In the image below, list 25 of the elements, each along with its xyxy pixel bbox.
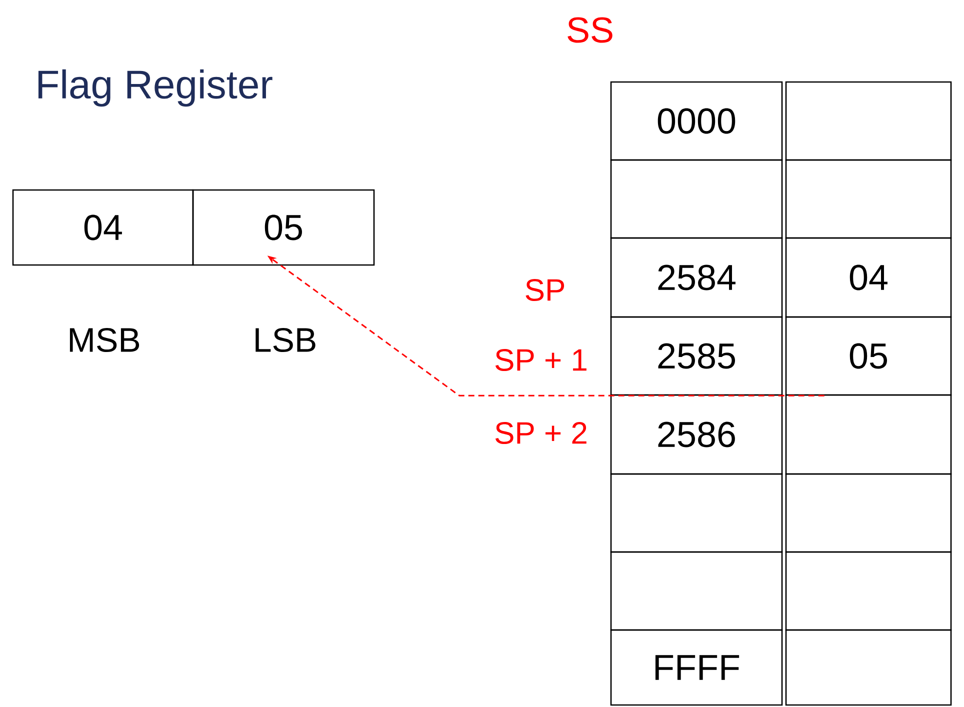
- memory-cell: [785, 394, 952, 475]
- memory-cell: 2586: [610, 394, 783, 475]
- memory-cell: [785, 629, 952, 706]
- memory-cell: [785, 473, 952, 553]
- memory-cell: 2584: [610, 237, 783, 318]
- pointer-label: LSB: [256, 328, 316, 352]
- memory-cell: [610, 473, 783, 553]
- register-cell: 04: [12, 189, 194, 266]
- pointer-label: SP + 2: [495, 422, 586, 444]
- memory-cell: [610, 551, 783, 631]
- memory-cell: [785, 551, 952, 631]
- memory-cell: 2585: [610, 316, 783, 396]
- register-cell: 05: [192, 189, 375, 266]
- memory-cell: [785, 81, 952, 161]
- memory-cell: [785, 159, 952, 239]
- memory-cell: [610, 159, 783, 239]
- pointer-label: SP + 1: [495, 349, 586, 371]
- pointer-label: SP: [526, 279, 564, 301]
- memory-cell: 04: [785, 237, 952, 318]
- pointer-label: MSB: [70, 328, 140, 352]
- memory-cell: FFFF: [610, 629, 783, 706]
- heading: Flag Register: [38, 69, 272, 107]
- memory-cell: 05: [785, 316, 952, 396]
- memory-cell: 0000: [610, 81, 783, 161]
- heading: SS: [568, 17, 612, 43]
